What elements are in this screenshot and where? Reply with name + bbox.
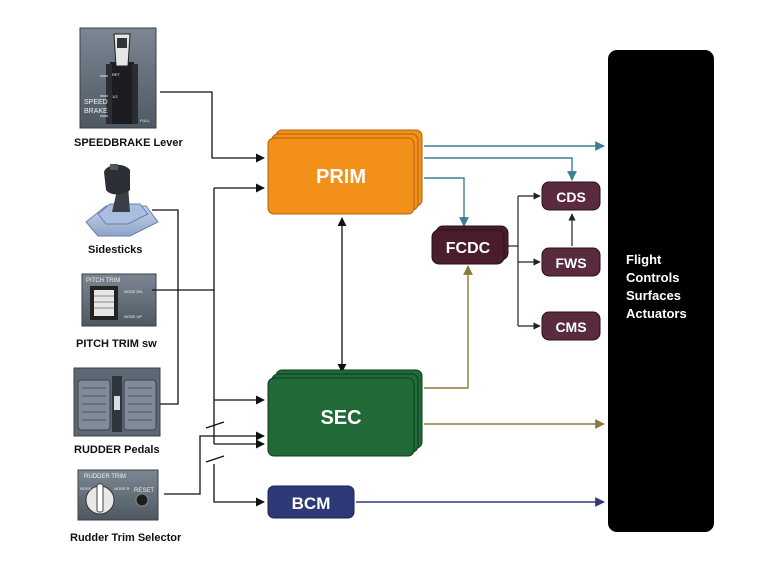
speedbrake-lever-image: SPEED BRAKE RET 1/2 FULL — [79, 27, 157, 129]
rudder-trim-mark-nose-r: NOSE R — [114, 486, 129, 491]
fws-label: FWS — [555, 255, 586, 271]
actuators-label-line-2: Controls — [626, 270, 679, 285]
sidestick-image — [85, 164, 159, 237]
rudder-pedals-caption: RUDDER Pedals — [74, 444, 160, 456]
fcdc-connectors — [506, 192, 576, 330]
rudder-trim-selector-image: RUDDER TRIM NOSE L NOSE R RESET — [77, 469, 159, 521]
speedbrake-mark-full: FULL — [140, 118, 151, 123]
cds-box: CDS — [541, 181, 601, 211]
speedbrake-caption: SPEEDBRAKE Lever — [74, 137, 183, 149]
prim-label: PRIM — [316, 166, 366, 188]
cms-label: CMS — [555, 319, 586, 335]
sidesticks-caption: Sidesticks — [88, 244, 143, 256]
actuators-panel: Flight Controls Surfaces Actuators — [608, 50, 714, 532]
bcm-label: BCM — [292, 494, 331, 513]
speedbrake-mark-half: 1/2 — [112, 94, 118, 99]
speedbrake-mark-ret: RET — [112, 72, 121, 77]
input-connectors — [152, 91, 347, 507]
speedbrake-panel-text-2: BRAKE — [84, 108, 108, 115]
cds-label: CDS — [556, 189, 586, 205]
rudder-trim-panel-title: RUDDER TRIM — [84, 474, 126, 480]
pitch-trim-caption: PITCH TRIM sw — [76, 338, 157, 350]
prim-box: PRIM — [267, 129, 423, 215]
rudder-trim-mark-nose-l: NOSE L — [80, 486, 95, 491]
rudder-trim-mark-reset: RESET — [134, 488, 154, 494]
actuators-label-line-1: Flight — [626, 252, 662, 267]
sec-box: SEC — [267, 369, 423, 457]
rudder-pedals-image — [73, 367, 161, 437]
fcdc-box: FCDC — [431, 225, 509, 265]
cms-box: CMS — [541, 311, 601, 341]
pitch-trim-mark-nose-dn: NOSE DN — [124, 289, 142, 294]
pitch-trim-mark-nose-up: NOSE UP — [124, 314, 142, 319]
rudder-trim-caption: Rudder Trim Selector — [70, 532, 182, 544]
pitch-trim-switch-image: PITCH TRIM NOSE DN NOSE UP — [81, 273, 157, 327]
actuators-label-line-3: Surfaces — [626, 288, 681, 303]
sec-label: SEC — [320, 407, 361, 429]
bcm-box: BCM — [267, 485, 355, 519]
pitch-trim-panel-title: PITCH TRIM — [86, 278, 120, 284]
actuators-label-line-4: Actuators — [626, 306, 687, 321]
speedbrake-panel-text-1: SPEED — [84, 99, 108, 106]
fcdc-label: FCDC — [446, 240, 491, 257]
output-connectors — [356, 141, 605, 507]
fws-box: FWS — [541, 247, 601, 277]
